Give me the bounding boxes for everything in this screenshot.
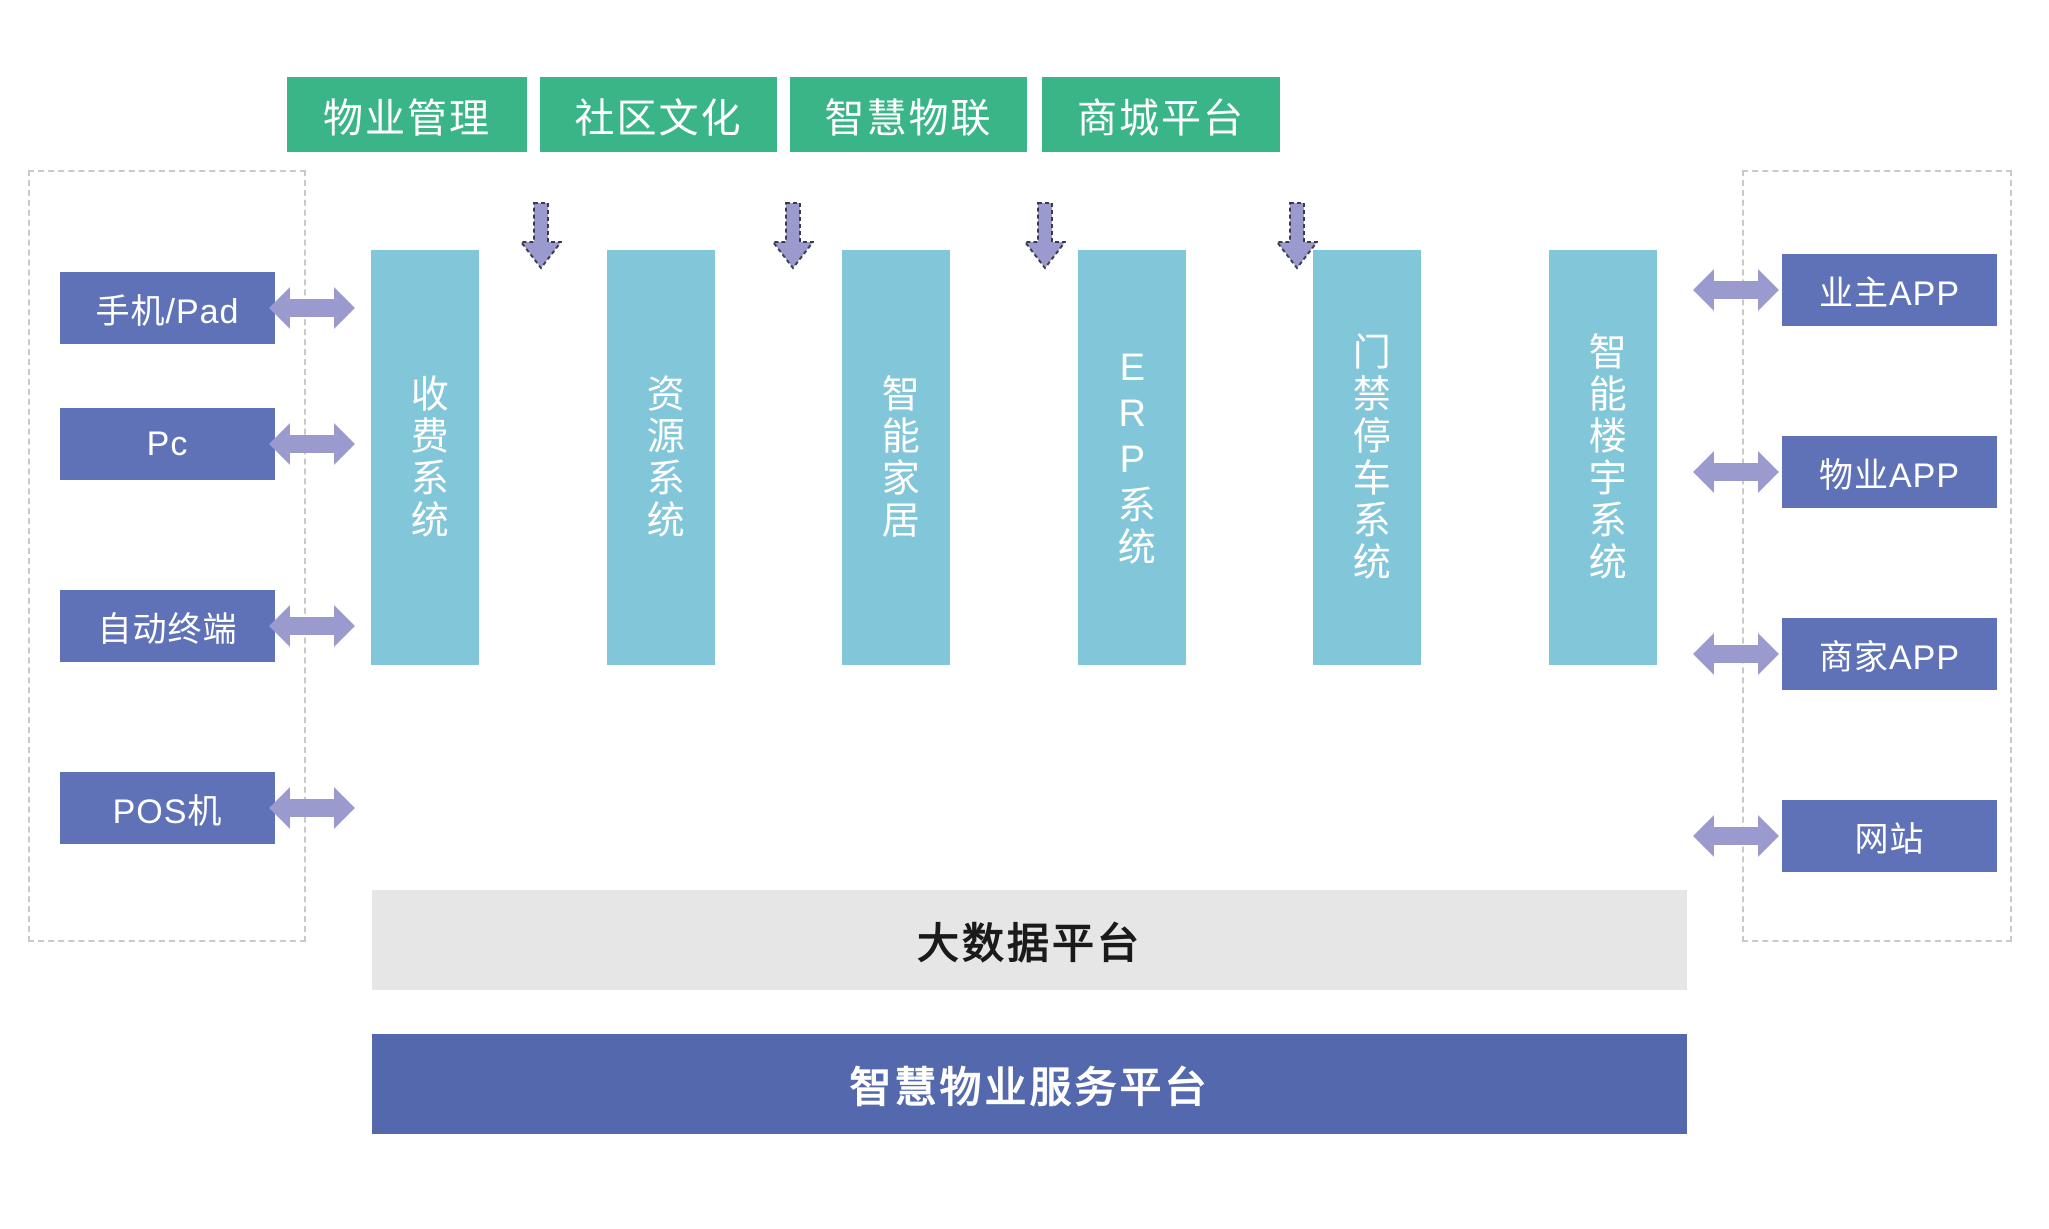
- system-column-smart-home[interactable]: 智能家居: [842, 250, 950, 665]
- system-column-label: ERP系统: [1111, 346, 1154, 569]
- arrow-down-icon: [772, 202, 814, 270]
- device-box-pos[interactable]: POS机: [60, 772, 275, 844]
- smart-property-service-platform-bar[interactable]: 智慧物业服务平台: [372, 1034, 1687, 1134]
- system-column-smart-building[interactable]: 智能楼宇系统: [1549, 250, 1657, 665]
- device-box-phone-pad[interactable]: 手机/Pad: [60, 272, 275, 344]
- arrow-down-icon: [520, 202, 562, 270]
- system-column-label: 收费系统: [404, 373, 447, 542]
- arrow-down-icon: [1024, 202, 1066, 270]
- arrow-left-right-icon: [1692, 446, 1780, 498]
- system-column-label: 门禁停车系统: [1346, 331, 1389, 584]
- channel-box-property-management[interactable]: 物业管理: [287, 77, 527, 152]
- system-column-resource[interactable]: 资源系统: [607, 250, 715, 665]
- channel-box-community-culture[interactable]: 社区文化: [540, 77, 777, 152]
- device-box-pc[interactable]: Pc: [60, 408, 275, 480]
- system-column-access-parking[interactable]: 门禁停车系统: [1313, 250, 1421, 665]
- arrow-left-right-icon: [1692, 810, 1780, 862]
- client-box-website[interactable]: 网站: [1782, 800, 1997, 872]
- client-box-merchant-app[interactable]: 商家APP: [1782, 618, 1997, 690]
- client-box-owner-app[interactable]: 业主APP: [1782, 254, 1997, 326]
- arrow-left-right-icon: [268, 782, 356, 834]
- arrow-down-icon: [1276, 202, 1318, 270]
- system-column-charging[interactable]: 收费系统: [371, 250, 479, 665]
- channel-box-smart-iot[interactable]: 智慧物联: [790, 77, 1027, 152]
- arrow-left-right-icon: [1692, 628, 1780, 680]
- device-box-self-service-terminal[interactable]: 自动终端: [60, 590, 275, 662]
- system-column-label: 资源系统: [640, 373, 683, 542]
- system-column-label: 智能楼宇系统: [1582, 331, 1625, 584]
- arrow-left-right-icon: [1692, 264, 1780, 316]
- right-client-group-frame: [1742, 170, 2012, 942]
- bigdata-platform-bar[interactable]: 大数据平台: [372, 890, 1687, 990]
- system-column-erp[interactable]: ERP系统: [1078, 250, 1186, 665]
- left-device-group-frame: [28, 170, 306, 942]
- system-column-label: 智能家居: [875, 373, 918, 542]
- client-box-property-app[interactable]: 物业APP: [1782, 436, 1997, 508]
- arrow-left-right-icon: [268, 282, 356, 334]
- arrow-left-right-icon: [268, 600, 356, 652]
- arrow-left-right-icon: [268, 418, 356, 470]
- channel-box-mall-platform[interactable]: 商城平台: [1042, 77, 1280, 152]
